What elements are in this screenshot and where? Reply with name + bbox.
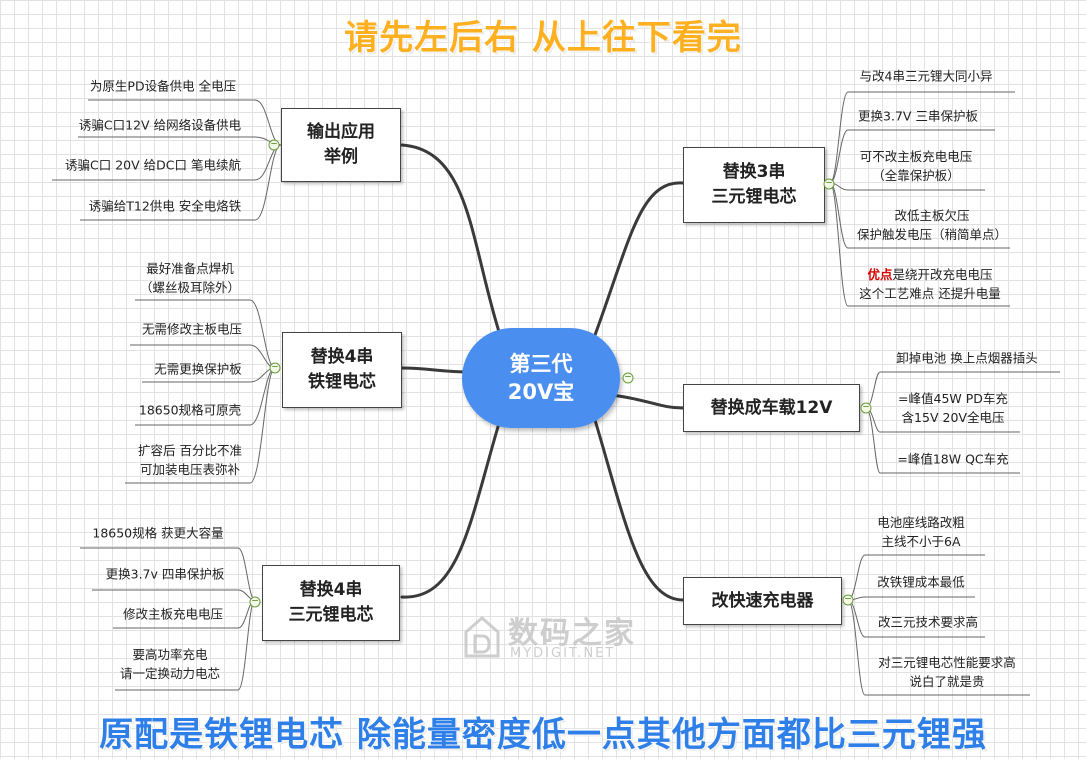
leaf-line: 请一定换动力电芯 [119,666,221,681]
central-topic[interactable]: 第三代 20V宝 [462,328,620,428]
leaf-ncm4-1[interactable]: 18650规格 获更大容量 [92,525,224,541]
leaf-ncm3-3[interactable]: 可不改主板充电电压 （全靠保护板） [860,147,973,185]
leaf-ncm3-advantage[interactable]: 优点是绕开改充电电压 这个工艺难点 还提升电量 [859,265,1000,303]
leaf-line: 说白了就是贵 [909,674,985,689]
leaf-car-1[interactable]: 卸掉电池 换上点烟器插头 [896,350,1038,366]
collapse-icon[interactable]: − [842,594,854,606]
leaf-line: 可不改主板充电电压 [859,149,973,164]
collapse-icon[interactable]: − [249,596,261,608]
leaf-line: =峰值45W PD车充 [898,391,1008,406]
watermark-url: MYDIGIT.NET [510,646,616,661]
central-topic-line-2: 20V宝 [507,380,575,404]
leaf-line: 主线不小于6A [881,534,961,549]
leaf-ncm4-3[interactable]: 修改主板充电电压 [122,606,224,622]
advantage-label: 优点 [867,267,893,282]
leaf-line: 保护触发电压（稍简单点） [856,227,1008,242]
collapse-icon[interactable]: − [268,139,280,151]
leaf-line: 对三元锂电芯性能要求高 [878,655,1016,670]
collapse-icon[interactable]: − [860,402,872,414]
leaf-line: （螺丝极耳除外） [139,280,241,295]
branch-fast-charger[interactable]: 改快速充电器 [683,577,842,625]
branch-title-line-1: 输出应用 [307,122,375,142]
leaf-ncm3-4[interactable]: 改低主板欠压 保护触发电压（稍简单点） [857,206,1007,244]
header-title: 请先左后右 从上往下看完 [344,18,742,58]
branch-ncm-3s[interactable]: 替换3串 三元锂电芯 [683,147,825,223]
leaf-lfp-4[interactable]: 18650规格可原壳 [138,402,242,418]
leaf-output-3[interactable]: 诱骗C口 20V 给DC口 笔电续航 [65,157,241,173]
branch-title: 替换成车载12V [710,397,833,418]
leaf-line: 可加装电压表弥补 [139,462,241,477]
collapse-icon[interactable]: − [622,372,634,384]
leaf-line: 扩容后 百分比不准 [138,443,242,458]
leaf-ncm4-2[interactable]: 更换3.7v 四串保护板 [105,566,225,582]
branch-title-line-2: 三元锂电芯 [711,187,797,207]
leaf-line: 优点是绕开改充电电压 [859,265,1000,284]
branch-title: 改快速充电器 [711,590,814,611]
advantage-text: 是绕开改充电电压 [892,267,993,282]
leaf-line: 含15V 20V全电压 [901,410,1005,425]
branch-title-line-1: 替换4串 [310,347,374,367]
leaf-line: 电池座线路改粗 [877,515,965,530]
branch-ncm-4s[interactable]: 替换4串 三元锂电芯 [262,565,400,641]
leaf-lfp-1[interactable]: 最好准备点焊机 （螺丝极耳除外） [140,259,240,297]
leaf-charger-4[interactable]: 对三元锂电芯性能要求高 说白了就是贵 [878,653,1016,691]
central-topic-line-1: 第三代 [509,352,573,376]
leaf-line: （全靠保护板） [872,168,960,183]
leaf-output-2[interactable]: 诱骗C口12V 给网络设备供电 [78,117,242,133]
branch-title-line-2: 铁锂电芯 [308,372,376,392]
leaf-output-1[interactable]: 为原生PD设备供电 全电压 [89,78,237,94]
leaf-lfp-2[interactable]: 无需修改主板电压 [141,321,243,337]
leaf-line: 要高功率充电 [132,647,208,662]
leaf-ncm4-4[interactable]: 要高功率充电 请一定换动力电芯 [120,645,220,683]
leaf-charger-2[interactable]: 改铁锂成本最低 [877,574,965,590]
leaf-car-2[interactable]: =峰值45W PD车充 含15V 20V全电压 [898,389,1008,427]
leaf-charger-3[interactable]: 改三元技术要求高 [877,614,979,630]
branch-lfp-4s[interactable]: 替换4串 铁锂电芯 [282,332,402,408]
watermark-text: 数码之家 [508,616,636,651]
leaf-output-4[interactable]: 诱骗给T12供电 安全电烙铁 [88,198,242,214]
leaf-lfp-3[interactable]: 无需更换保护板 [154,361,242,377]
branch-title-line-1: 替换3串 [722,162,786,182]
leaf-lfp-5[interactable]: 扩容后 百分比不准 可加装电压表弥补 [138,441,242,479]
leaf-line: 最好准备点焊机 [146,261,234,276]
collapse-icon[interactable]: − [823,178,835,190]
collapse-icon[interactable]: − [269,362,281,374]
leaf-line: 改低主板欠压 [894,208,970,223]
watermark-logo-icon [464,616,500,658]
branch-title-line-2: 举例 [324,147,358,167]
leaf-ncm3-2[interactable]: 更换3.7V 三串保护板 [858,108,978,124]
leaf-car-3[interactable]: =峰值18W QC车充 [897,451,1009,467]
branch-title-line-2: 三元锂电芯 [288,605,374,625]
branch-output-examples[interactable]: 输出应用 举例 [281,108,401,182]
leaf-line: 这个工艺难点 还提升电量 [859,286,1001,301]
footer-note: 原配是铁锂电芯 除能量密度低一点其他方面都比三元锂强 [99,715,987,755]
branch-title-line-1: 替换4串 [299,580,363,600]
watermark: 数码之家 MYDIGIT.NET [462,606,642,666]
branch-car-12v[interactable]: 替换成车载12V [683,384,860,432]
leaf-ncm3-1[interactable]: 与改4串三元锂大同小异 [859,68,993,84]
leaf-charger-1[interactable]: 电池座线路改粗 主线不小于6A [877,513,965,551]
